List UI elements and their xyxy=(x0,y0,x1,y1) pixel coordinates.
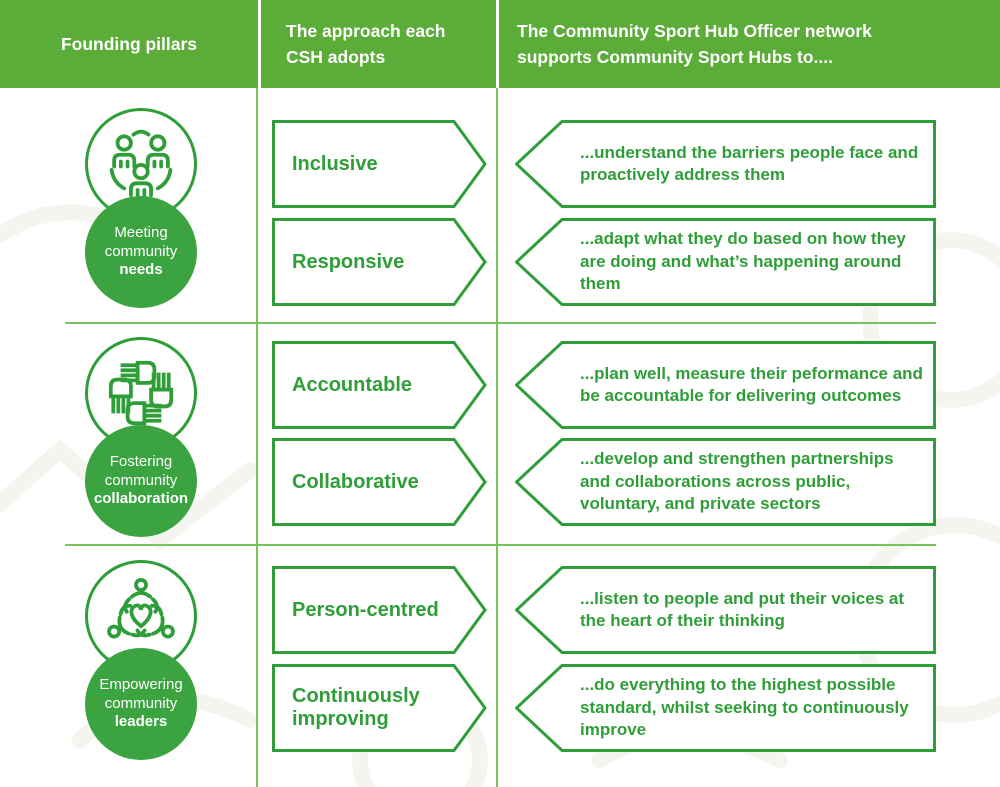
approach-label: Accountable xyxy=(292,373,413,396)
approach-arrow: Responsive xyxy=(272,218,487,306)
support-banner: ...do everything to the highest possible… xyxy=(515,664,936,752)
approach-label: Person-centred xyxy=(292,598,439,621)
pillar-2-line2: community xyxy=(104,471,178,489)
pillar-1-line2: community xyxy=(104,242,178,260)
support-label: ...develop and strengthen partnerships a… xyxy=(580,449,894,514)
collaboration-hands-icon xyxy=(108,360,174,426)
approach-arrow: Collaborative xyxy=(272,438,487,526)
support-label: ...listen to people and put their voices… xyxy=(580,588,904,630)
approach-arrow: Accountable xyxy=(272,341,487,429)
approach-arrow: Continuously improving xyxy=(272,664,487,752)
column-divider-1 xyxy=(256,88,258,787)
support-label: ...do everything to the highest possible… xyxy=(580,675,909,740)
header-founding-pillars-label: Founding pillars xyxy=(60,33,198,54)
approach-arrow: Inclusive xyxy=(272,120,487,208)
pillar-3-line1: Empowering xyxy=(99,675,183,693)
support-banner: ...adapt what they do based on how they … xyxy=(515,218,936,306)
pillar-3-label-circle: Empowering community leaders xyxy=(85,648,197,760)
approach-label: Responsive xyxy=(292,250,405,273)
section-divider-2 xyxy=(65,544,936,546)
community-people-icon xyxy=(109,129,173,197)
header-approach-label: The approach each CSH adopts xyxy=(286,20,446,67)
pillar-3-line2: community xyxy=(104,694,178,712)
header-row: Founding pillars The approach each CSH a… xyxy=(0,0,1000,88)
header-network-support-label: The Community Sport Hub Officer network … xyxy=(517,20,872,67)
pillar-1-label-circle: Meeting community needs xyxy=(85,196,197,308)
pillar-2-line1: Fostering xyxy=(109,452,173,470)
pillar-3-keyword: leaders xyxy=(114,713,168,731)
support-label: ...adapt what they do based on how they … xyxy=(580,229,906,294)
header-network-support: The Community Sport Hub Officer network … xyxy=(499,0,1000,88)
header-approach: The approach each CSH adopts xyxy=(261,0,496,88)
support-label: ...understand the barriers people face a… xyxy=(580,142,919,184)
pillar-1-line1: Meeting xyxy=(114,223,168,241)
pillar-2-keyword: collaboration xyxy=(93,490,189,508)
pillar-2-label-circle: Fostering community collaboration xyxy=(85,425,197,537)
approach-label: Inclusive xyxy=(292,152,378,175)
approach-arrow: Person-centred xyxy=(272,566,487,654)
support-banner: ...develop and strengthen partnerships a… xyxy=(515,438,936,526)
empowering-heart-icon xyxy=(99,577,183,650)
support-banner: ...understand the barriers people face a… xyxy=(515,120,936,208)
support-banner: ...listen to people and put their voices… xyxy=(515,566,936,654)
approach-label: Continuously improving xyxy=(292,685,420,730)
support-banner: ...plan well, measure their peformance a… xyxy=(515,341,936,429)
approach-label: Collaborative xyxy=(292,470,419,493)
header-founding-pillars: Founding pillars xyxy=(0,0,258,88)
section-divider-1 xyxy=(65,322,936,324)
pillar-1-keyword: needs xyxy=(119,261,163,279)
support-label: ...plan well, measure their peformance a… xyxy=(580,363,923,405)
column-divider-2 xyxy=(496,88,498,787)
